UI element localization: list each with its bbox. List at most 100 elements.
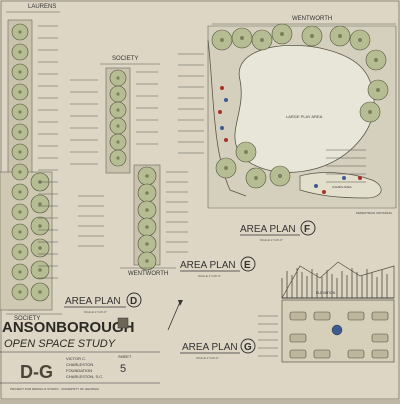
plan-d-label: AREA PLAN xyxy=(65,296,121,307)
tree-trunk-icon xyxy=(116,76,120,80)
plan-f-lawn-label: LARGE PLAY AREA xyxy=(286,114,323,119)
planting-dot-icon xyxy=(218,110,222,114)
sheet-label: SHEET xyxy=(118,354,132,359)
tree-trunk-icon xyxy=(376,88,380,92)
tree-trunk-icon xyxy=(278,174,282,178)
street-society-bottom: SOCIETY xyxy=(14,316,40,322)
tree-trunk-icon xyxy=(145,191,149,195)
title-block-swatch xyxy=(117,317,129,329)
tree-trunk-icon xyxy=(220,38,224,42)
tree-trunk-icon xyxy=(368,110,372,114)
tree-trunk-icon xyxy=(18,130,22,134)
tree-trunk-icon xyxy=(38,224,42,228)
street-wentworth-top: WENTWORTH xyxy=(292,16,332,22)
plan-f-crossing-label: PEDESTRIAN CROSSING xyxy=(356,211,393,215)
planting-bed xyxy=(289,349,307,359)
tree-trunk-icon xyxy=(280,32,284,36)
planting-dot-icon xyxy=(220,126,224,130)
plan-g-beds xyxy=(289,311,389,359)
tree-trunk-icon xyxy=(18,110,22,114)
planting-bed xyxy=(313,349,331,359)
plan-f-badge xyxy=(300,220,316,236)
plan-f-label: AREA PLAN xyxy=(240,224,296,235)
planting-dot-icon xyxy=(314,184,318,188)
planting-bed xyxy=(371,349,389,359)
plan-d-trees xyxy=(11,23,50,302)
tree-trunk-icon xyxy=(18,150,22,154)
plan-f-letter: F xyxy=(304,224,310,235)
tree-trunk-icon xyxy=(18,230,22,234)
plan-g-fountain xyxy=(331,324,343,336)
plan-d-letter: D xyxy=(130,296,137,307)
street-wentworth-mid: WENTWORTH xyxy=(128,271,168,277)
elevation-outline xyxy=(281,261,395,299)
plan-f-scale: SCALE 1"=20'-0" xyxy=(260,238,283,242)
tree-trunk-icon xyxy=(116,92,120,96)
sheet-code-left: D-G xyxy=(20,362,53,382)
tree-trunk-icon xyxy=(116,124,120,128)
tree-trunk-icon xyxy=(18,250,22,254)
tree-trunk-icon xyxy=(18,170,22,174)
planting-dot-icon xyxy=(220,86,224,90)
planting-dot-icon xyxy=(342,176,346,180)
planting-dot-icon xyxy=(322,190,326,194)
tree-trunk-icon xyxy=(116,108,120,112)
tree-trunk-icon xyxy=(244,150,248,154)
planting-bed xyxy=(289,311,307,321)
area-plan-f: WENTWORTH LARGE PLAY AREA GAMES AREA PED… xyxy=(178,16,397,242)
tree-trunk-icon xyxy=(18,90,22,94)
plan-f-trees xyxy=(211,23,389,189)
plan-e-trees xyxy=(109,69,157,271)
plan-e-label: AREA PLAN xyxy=(180,260,236,271)
plan-g-label: AREA PLAN xyxy=(182,342,238,353)
plan-e-letter: E xyxy=(244,260,251,271)
planting-bed xyxy=(371,333,389,343)
tree-trunk-icon xyxy=(116,140,120,144)
plan-d-scale: SCALE 1"=20'-0" xyxy=(84,310,107,314)
tree-trunk-icon xyxy=(18,70,22,74)
tree-trunk-icon xyxy=(145,259,149,263)
plan-d-notes xyxy=(38,25,58,279)
area-plan-e: SOCIETY WENTWORTH AREA PLAN E SCALE 1"=2… xyxy=(70,56,256,278)
title-block: ANSONBOROUGH OPEN SPACE STUDY D-G VICTOR… xyxy=(0,317,160,391)
plan-g-notes xyxy=(258,315,278,357)
planting-bed xyxy=(347,311,365,321)
tree-trunk-icon xyxy=(38,290,42,294)
tree-trunk-icon xyxy=(145,174,149,178)
street-society-top: SOCIETY xyxy=(112,56,138,62)
title-line-3: FOUNDATION xyxy=(66,368,92,373)
tree-trunk-icon xyxy=(145,208,149,212)
tree-trunk-icon xyxy=(116,156,120,160)
tree-trunk-icon xyxy=(338,34,342,38)
project-subtitle: OPEN SPACE STUDY xyxy=(4,338,116,350)
plan-f-path-west xyxy=(207,39,247,197)
title-line-2: CHARLESTON xyxy=(66,362,93,367)
tree-trunk-icon xyxy=(224,166,228,170)
tree-trunk-icon xyxy=(18,190,22,194)
planting-bed xyxy=(313,311,331,321)
plan-e-badge xyxy=(240,256,256,272)
tree-trunk-icon xyxy=(18,270,22,274)
tree-trunk-icon xyxy=(18,30,22,34)
tree-trunk-icon xyxy=(38,246,42,250)
tree-trunk-icon xyxy=(145,225,149,229)
tree-trunk-icon xyxy=(145,242,149,246)
planting-bed xyxy=(289,333,307,343)
plan-e-scale: SCALE 1"=20'-0" xyxy=(198,274,221,278)
tree-trunk-icon xyxy=(38,268,42,272)
tree-trunk-icon xyxy=(18,290,22,294)
plan-f-games-label: GAMES AREA xyxy=(332,185,352,189)
tree-trunk-icon xyxy=(310,34,314,38)
plan-e-notes xyxy=(70,71,188,253)
tree-trunk-icon xyxy=(358,38,362,42)
area-plan-g: ELEVATION AREA PLAN G SCALE 1"=20'-0" xyxy=(180,261,395,363)
credit-line: PROJECT FOR DESIGN & STUDIO · UNIVERSITY… xyxy=(10,387,99,391)
planting-bed xyxy=(347,349,365,359)
planting-dot-icon xyxy=(224,98,228,102)
tree-trunk-icon xyxy=(374,58,378,62)
plan-f-notes xyxy=(178,53,366,194)
plan-d-badge xyxy=(126,292,142,308)
plan-g-scale: SCALE 1"=20'-0" xyxy=(196,356,219,360)
